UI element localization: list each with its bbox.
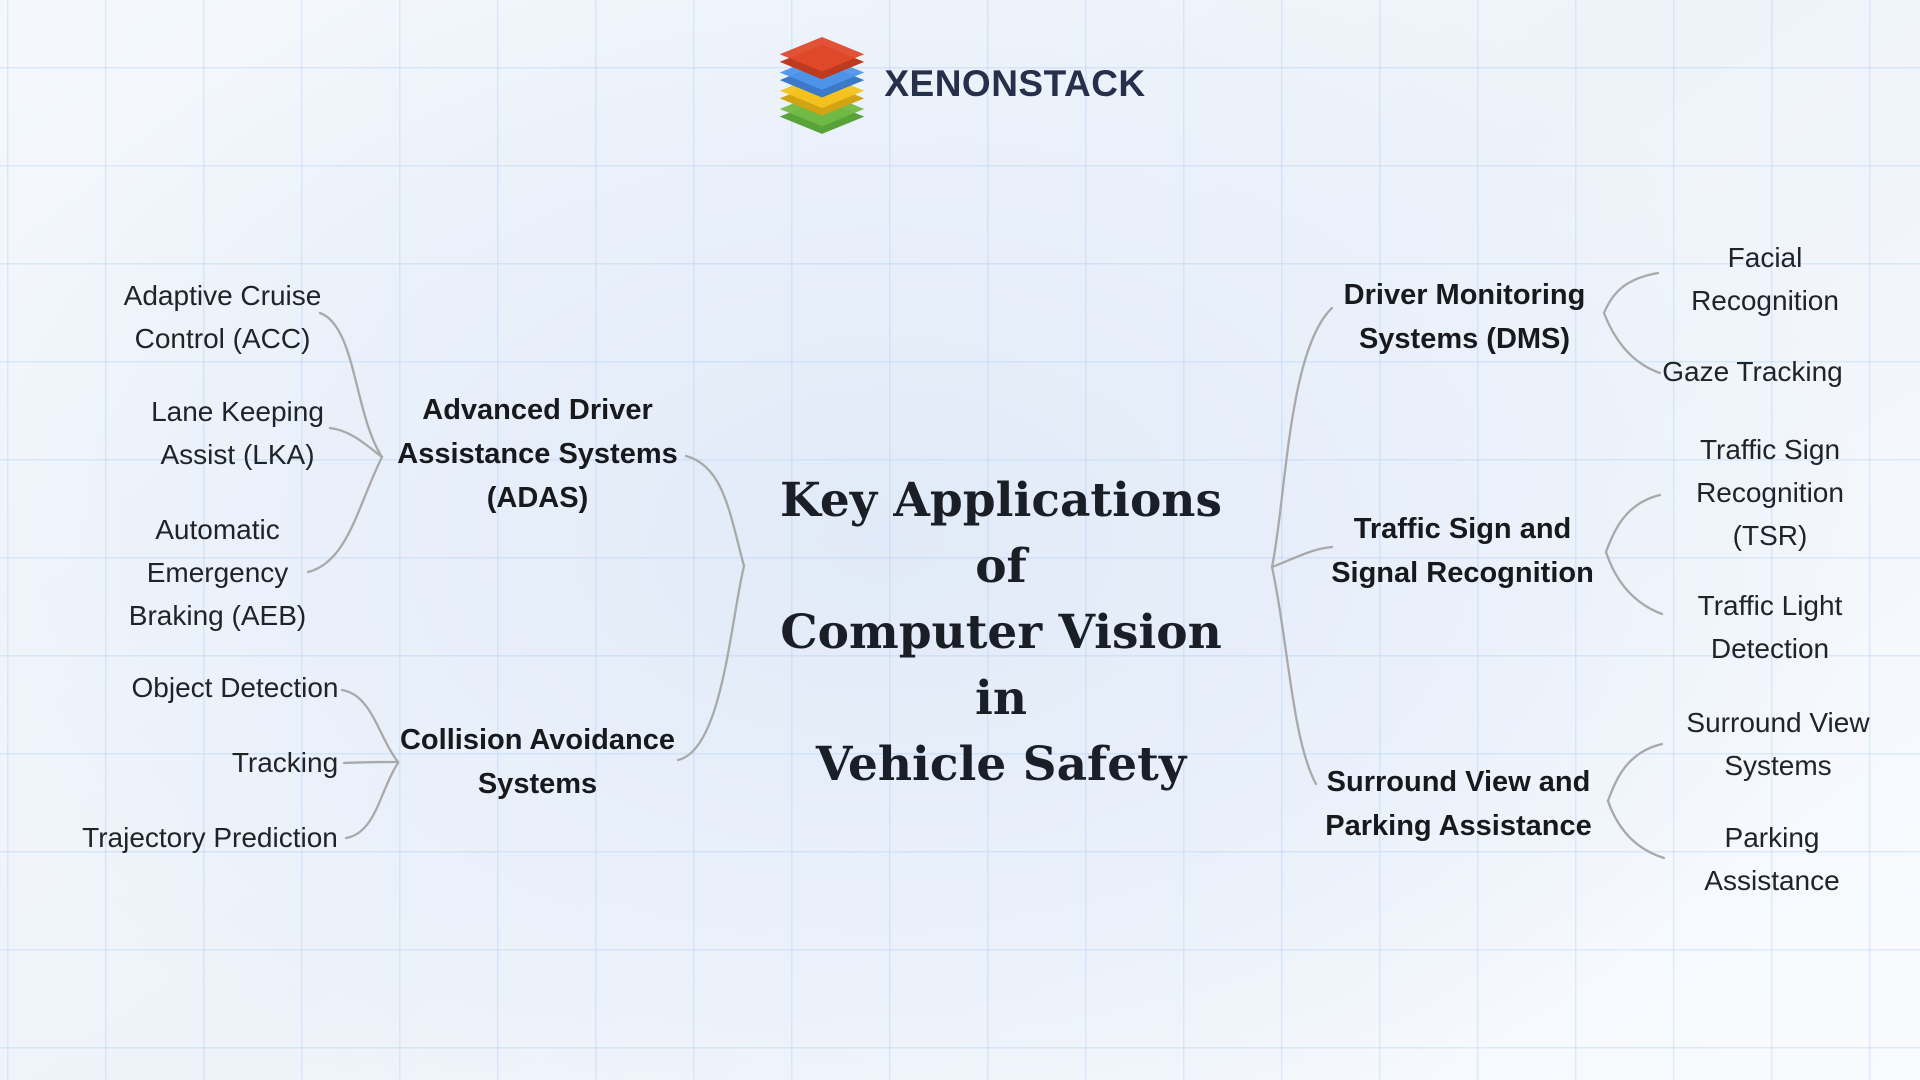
connector-traffic-light	[1604, 550, 1664, 616]
label-line: Systems	[477, 768, 598, 800]
label-line: Automatic	[155, 514, 280, 545]
label-line: (TSR)	[1732, 520, 1808, 551]
label-line: Tracking	[231, 747, 339, 778]
leaf-facial-recognition: Facial Recognition	[1635, 236, 1895, 322]
leaf-object-detection: Object Detection	[100, 666, 370, 709]
branch-traffic-sign-signal: Traffic Sign and Signal Recognition	[1320, 507, 1605, 595]
label-line: Collision Avoidance	[399, 724, 675, 756]
label-line: Adaptive Cruise	[123, 280, 322, 311]
central-topic: Key Applications of Computer Vision in V…	[778, 468, 1224, 798]
connector-dms-facial	[1602, 271, 1660, 315]
label-line: Traffic Light	[1697, 590, 1843, 621]
leaf-traffic-light-detection: Traffic Light Detection	[1640, 584, 1900, 670]
label-line: Traffic Sign and	[1353, 513, 1572, 545]
label-line: Facial	[1727, 242, 1803, 273]
label-line: Traffic Sign	[1699, 434, 1841, 465]
label-line: Assistance	[1704, 865, 1840, 896]
label-line: Systems	[1724, 750, 1832, 781]
branch-adas: Advanced Driver Assistance Systems (ADAS…	[395, 388, 680, 520]
connector-collision-central	[676, 564, 746, 762]
label-line: Computer Vision in	[780, 605, 1222, 726]
label-line: Control (ACC)	[134, 323, 311, 354]
brand-wordmark: XENONSTACK	[884, 63, 1146, 104]
connector-aeb-adas	[306, 455, 384, 574]
label-line: Trajectory Prediction	[82, 822, 338, 853]
label-line: (ADAS)	[486, 482, 589, 514]
branch-collision-avoidance: Collision Avoidance Systems	[395, 718, 680, 806]
label-line: Parking	[1724, 822, 1820, 853]
label-line: Recognition	[1696, 477, 1844, 508]
label-line: Vehicle Safety	[815, 737, 1187, 792]
label-line: Surround View and	[1326, 766, 1591, 798]
label-line: Surround View	[1686, 707, 1870, 738]
leaf-tracking: Tracking	[150, 741, 420, 784]
label-line: Object Detection	[131, 672, 339, 703]
brand-logo: XENONSTACK	[0, 34, 1920, 134]
leaf-parking-assistance: Parking Assistance	[1642, 816, 1902, 902]
label-line: Advanced Driver	[422, 394, 653, 426]
leaf-adaptive-cruise-control: Adaptive Cruise Control (ACC)	[90, 274, 355, 360]
label-line: Assistance Systems	[397, 438, 678, 470]
label-line: Detection	[1710, 633, 1830, 664]
leaf-gaze-tracking: Gaze Tracking	[1620, 350, 1885, 393]
label-line: Emergency	[146, 557, 289, 588]
branch-driver-monitoring: Driver Monitoring Systems (DMS)	[1322, 273, 1607, 361]
connector-central-surround	[1270, 565, 1318, 786]
label-line: Lane Keeping	[151, 396, 324, 427]
connector-trajectory-collision	[344, 761, 400, 840]
label-line: Assist (LKA)	[160, 439, 315, 470]
connector-traffic-tsr	[1604, 493, 1662, 554]
leaf-trajectory-prediction: Trajectory Prediction	[75, 816, 345, 859]
leaf-surround-view-systems: Surround View Systems	[1648, 701, 1908, 787]
connector-central-traffic	[1270, 545, 1334, 569]
leaf-traffic-sign-recognition: Traffic Sign Recognition (TSR)	[1640, 428, 1900, 557]
label-line: Systems (DMS)	[1358, 323, 1571, 355]
label-line: Recognition	[1691, 285, 1839, 316]
leaf-automatic-emergency-braking: Automatic Emergency Braking (AEB)	[85, 508, 350, 637]
label-line: Driver Monitoring	[1343, 279, 1586, 311]
connector-dms-gaze	[1602, 311, 1662, 375]
label-line: Parking Assistance	[1325, 810, 1592, 842]
label-line: Braking (AEB)	[128, 600, 307, 631]
label-line: Gaze Tracking	[1662, 356, 1843, 387]
layer-stack-icon	[780, 36, 865, 134]
connector-acc-adas	[318, 311, 384, 459]
branch-surround-parking: Surround View and Parking Assistance	[1316, 760, 1601, 848]
connector-object-detection-collision	[340, 688, 400, 764]
connector-adas-central	[684, 454, 746, 568]
leaf-lane-keeping-assist: Lane Keeping Assist (LKA)	[105, 390, 370, 476]
connector-surround-view	[1606, 742, 1664, 803]
connector-surround-parking	[1606, 799, 1666, 860]
connector-lka-adas	[328, 426, 384, 459]
connector-central-dms	[1270, 306, 1334, 569]
label-line: Key Applications of	[780, 473, 1222, 594]
label-line: Signal Recognition	[1331, 557, 1594, 589]
connector-tracking-collision	[342, 760, 400, 765]
